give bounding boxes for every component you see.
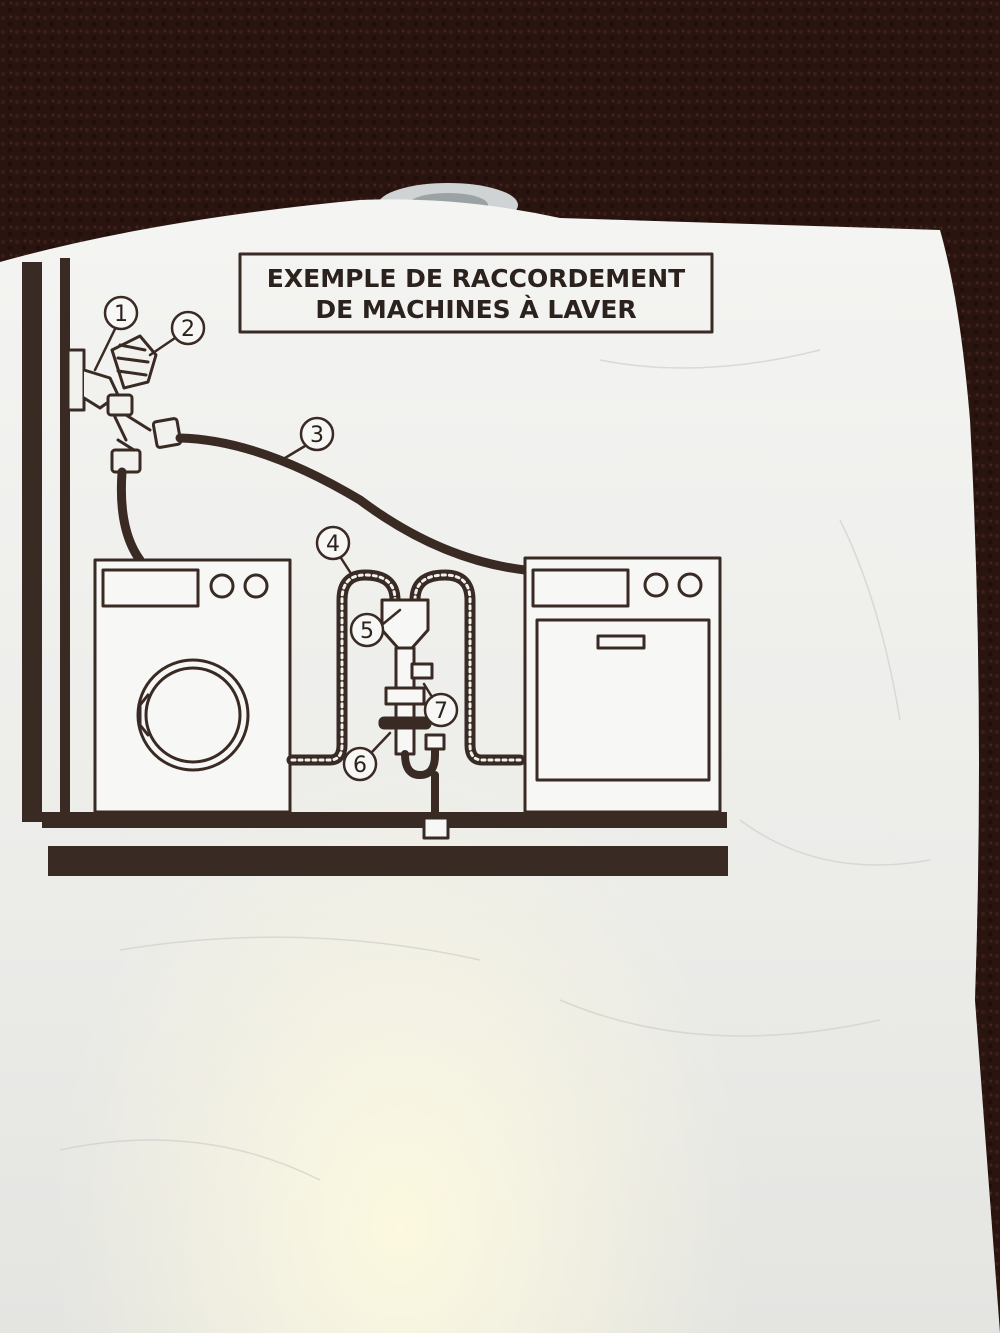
callout-7: 7: [434, 699, 448, 724]
connection-diagram: [22, 252, 728, 876]
title-line-1: EXEMPLE DE RACCORDEMENT: [267, 264, 685, 293]
wall-stripe-outer: [22, 262, 42, 822]
callout-6: 6: [353, 753, 367, 778]
callout-5: 5: [360, 619, 374, 644]
inlet-hose-right: [175, 433, 530, 575]
wall-stripe-inner: [60, 258, 70, 823]
callout-1: 1: [114, 302, 128, 327]
callout-markers: [93, 295, 459, 782]
floor-stripe-upper: [42, 812, 727, 828]
bag-wrinkles: [59, 349, 931, 1181]
y-splitter: [106, 393, 183, 474]
callout-3: 3: [310, 423, 324, 448]
title-line-2: DE MACHINES À LAVER: [315, 295, 636, 324]
drain-siphon: [378, 598, 450, 840]
inlet-hose-left: [116, 467, 145, 565]
callout-2: 2: [181, 317, 195, 342]
title-box: [238, 252, 714, 334]
floor-stripe-lower: [48, 846, 728, 876]
callout-4: 4: [326, 532, 340, 557]
washing-machine-right: [523, 556, 722, 814]
washing-machine-left: [93, 558, 292, 814]
